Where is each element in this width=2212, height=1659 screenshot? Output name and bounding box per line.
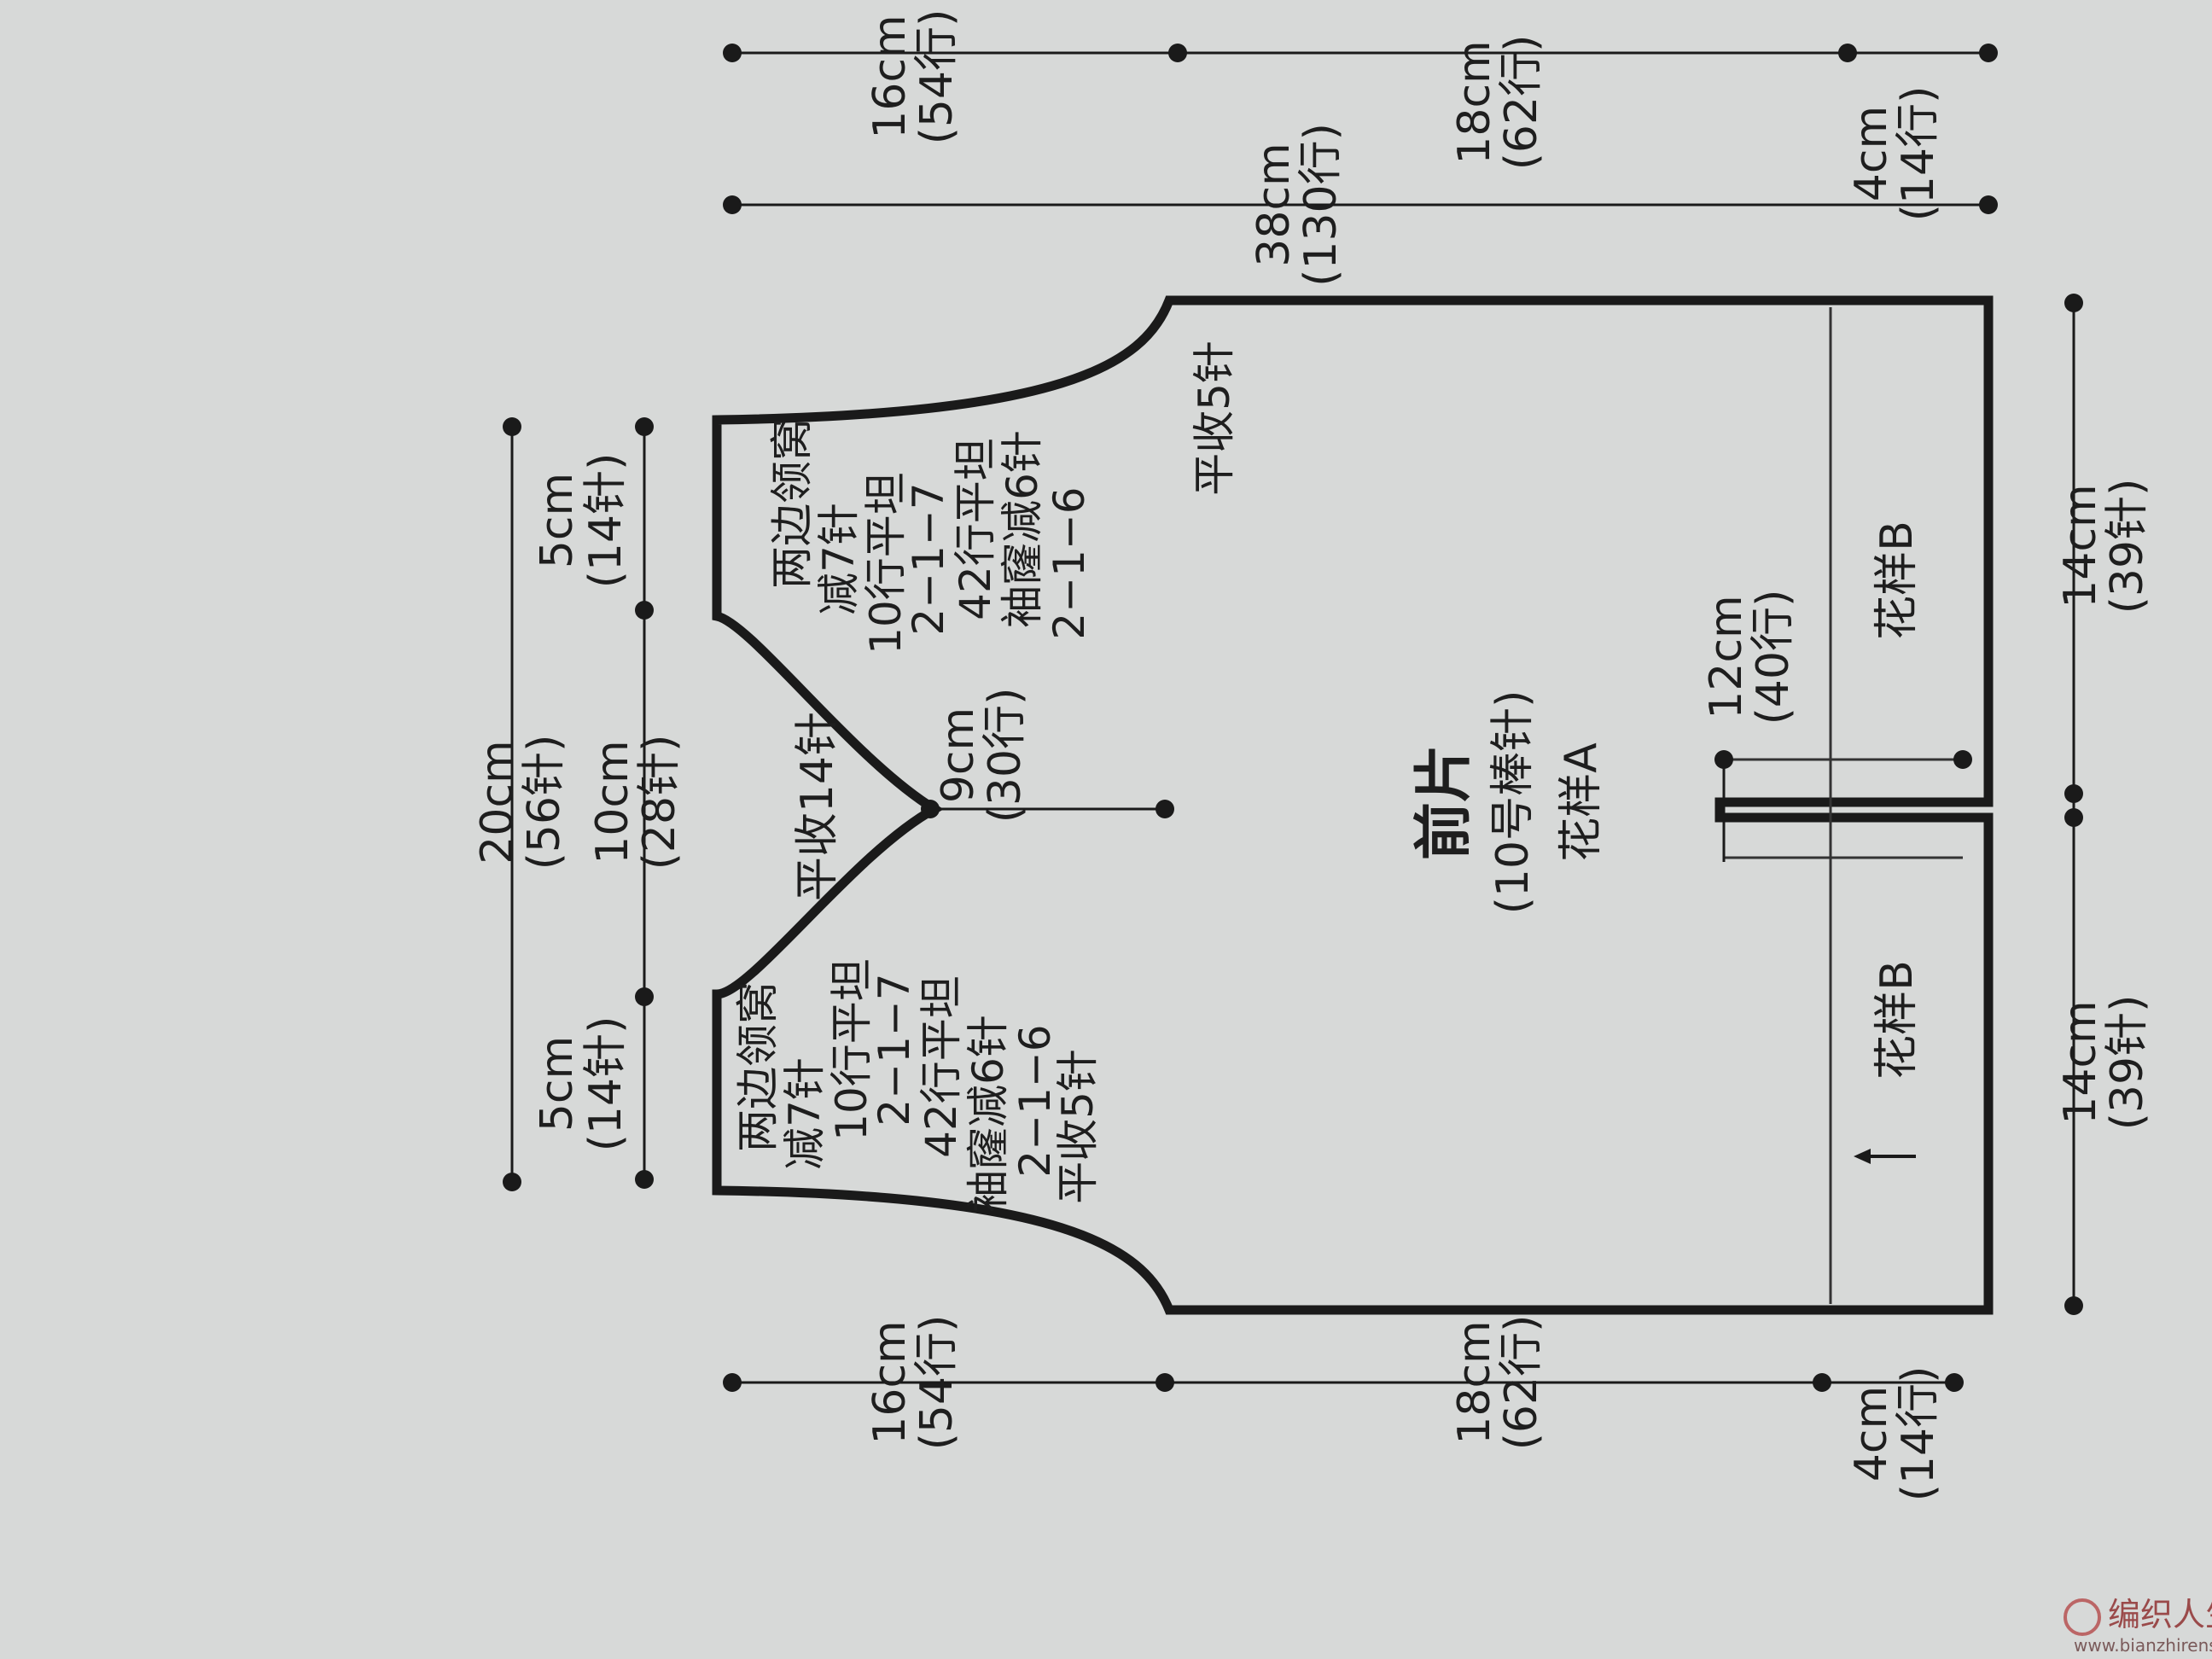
label-shoulder-right-st: (14针)	[580, 453, 632, 589]
left-armhole-1: 42行平坦	[917, 975, 966, 1158]
label-shoulder-left: 5cm	[532, 1036, 583, 1132]
label-bottom-left: 14cm	[2055, 1000, 2106, 1124]
right-armhole-4: 平收5针	[1190, 341, 1239, 496]
label-neck-depth: 9cm	[933, 707, 984, 803]
label-rib-left-rows: (14行)	[1893, 1366, 1944, 1502]
label-armhole-right: 16cm	[864, 15, 916, 138]
rotated-labels: 20cm (56针) 10cm (28针) 5cm (14针) 5cm (14针…	[472, 9, 2153, 1502]
needle-size: (10号棒针)	[1487, 690, 1539, 915]
label-armhole-left: 16cm	[864, 1320, 916, 1444]
arrow-head	[1854, 1149, 1871, 1164]
label-slit: 12cm	[1701, 595, 1752, 719]
left-neck-4: 2−1−7	[870, 973, 919, 1126]
label-width-neck: 10cm	[587, 740, 638, 864]
height-dimension-lines	[732, 51, 1997, 1384]
label-bottom-right-st: (39针)	[2102, 479, 2153, 614]
watermark: 编织人生 www.bianzhirensheng.com	[2064, 1596, 2212, 1656]
piece-title: 前片	[1411, 744, 1478, 860]
left-armhole-2: 袖窿减6针	[963, 1015, 1013, 1213]
watermark-logo-icon	[2064, 1598, 2101, 1636]
label-bottom-right: 14cm	[2055, 484, 2106, 608]
right-neck-2: 减7针	[814, 503, 864, 615]
label-rib-right: 4cm	[1846, 106, 1897, 201]
label-body-left-rows: (62行)	[1496, 1315, 1547, 1451]
label-neck-depth-rows: (30行)	[980, 688, 1031, 824]
main-pattern: 花样A	[1556, 742, 1607, 862]
left-armhole-4: 平收5针	[1053, 1049, 1103, 1204]
dimension-dots	[503, 44, 2083, 1392]
label-armhole-right-rows: (54行)	[911, 9, 963, 145]
neck-center-bindoff: 平收14针	[792, 712, 843, 901]
label-rib-left: 4cm	[1846, 1386, 1897, 1481]
label-body-right-rows: (62行)	[1496, 35, 1547, 171]
label-width-neck-st: (28针)	[634, 735, 685, 870]
label-height-total: 38cm	[1249, 143, 1300, 266]
right-neck-1: 两边领窝	[767, 418, 817, 589]
label-body-left: 18cm	[1449, 1320, 1500, 1444]
label-slit-rows: (40行)	[1748, 590, 1799, 725]
label-armhole-left-rows: (54行)	[911, 1315, 963, 1451]
label-bottom-left-st: (39针)	[2102, 995, 2153, 1131]
label-shoulder-right: 5cm	[532, 473, 583, 568]
watermark-url: www.bianzhirensheng.com	[2074, 1635, 2212, 1656]
label-body-right: 18cm	[1449, 40, 1500, 164]
pattern-b-left: 花样B	[1871, 960, 1923, 1080]
width-dimension-lines	[510, 303, 2075, 1306]
left-neck-1: 两边领窝	[733, 981, 783, 1152]
label-width-total: 20cm	[472, 740, 523, 864]
watermark-text: 编织人生	[2108, 1596, 2212, 1633]
left-neck-2: 减7针	[780, 1057, 830, 1170]
label-rib-right-rows: (14行)	[1893, 86, 1944, 222]
right-armhole-2: 袖窿减6针	[998, 430, 1047, 628]
right-neck-3: 10行平坦	[861, 472, 911, 655]
label-width-total-st: (56针)	[519, 735, 570, 870]
label-shoulder-left-st: (14针)	[580, 1016, 632, 1152]
right-armhole-3: 2−1−6	[1045, 486, 1094, 639]
right-armhole-1: 42行平坦	[951, 438, 1000, 620]
left-armhole-3: 2−1−6	[1010, 1024, 1060, 1177]
pattern-b-right: 花样B	[1871, 521, 1923, 640]
left-neck-3: 10行平坦	[827, 958, 876, 1141]
front-piece-shape	[712, 295, 1994, 1315]
right-neck-4: 2−1−7	[904, 482, 953, 635]
label-height-total-rows: (130行)	[1295, 123, 1347, 287]
